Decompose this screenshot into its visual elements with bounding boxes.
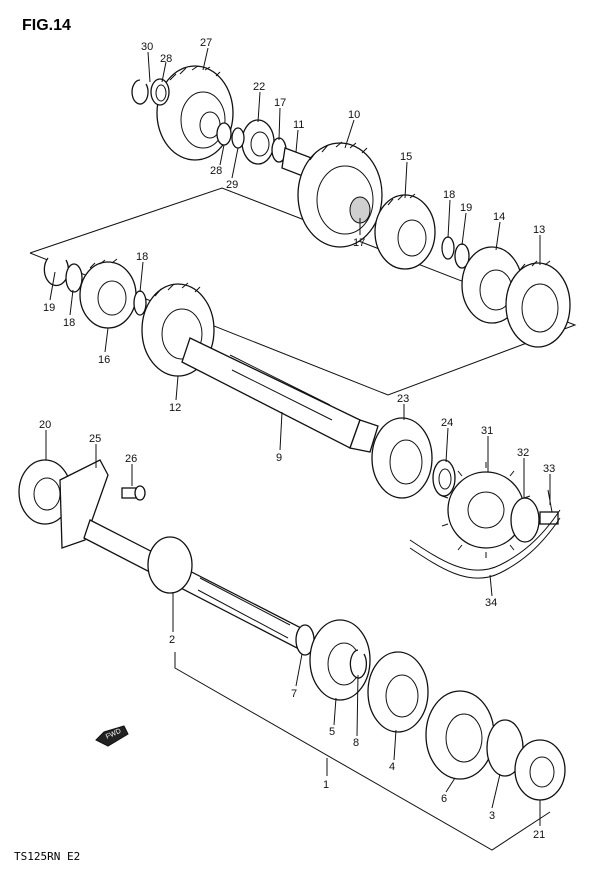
- washer-28-29: [216, 122, 245, 149]
- retainer-plate-25: [59, 459, 109, 549]
- callout-6: 6: [441, 793, 447, 805]
- callout-23: 23: [397, 393, 409, 405]
- countershaft-9: [181, 337, 379, 453]
- gear-6: [425, 690, 495, 780]
- bearing-21: [514, 739, 566, 801]
- circlip-30: [131, 79, 149, 105]
- lower-assembly-bracket: [174, 652, 551, 851]
- callout-33: 33: [543, 463, 555, 475]
- callout-34: 34: [485, 597, 497, 609]
- callout-labels: 30 28 27 22 17 11 10 28 29 15 17 18 19 1…: [39, 37, 555, 841]
- circlip-19-left: [43, 257, 69, 287]
- screw-26: [121, 485, 146, 501]
- callout-28-lower: 28: [210, 165, 222, 177]
- callout-25: 25: [89, 433, 101, 445]
- washer-18-mid: [133, 290, 147, 316]
- sprocket-31: [441, 462, 531, 558]
- callout-20: 20: [39, 419, 51, 431]
- driveshaft-2: [83, 519, 306, 649]
- callout-1: 1: [323, 779, 329, 791]
- callout-18-left: 18: [63, 317, 75, 329]
- callout-7: 7: [291, 688, 297, 700]
- circlip-8: [349, 649, 368, 679]
- washer-28-top: [150, 78, 170, 106]
- leader-lines: [45, 47, 551, 826]
- callout-19-left: 19: [43, 302, 55, 314]
- callout-31: 31: [481, 425, 493, 437]
- upper-assembly-frame: [29, 187, 577, 396]
- callout-21: 21: [533, 829, 545, 841]
- callout-12: 12: [169, 402, 181, 414]
- seal-24: [432, 459, 456, 497]
- callout-11: 11: [293, 119, 304, 131]
- figure-title: FIG.14: [22, 17, 71, 34]
- callout-16: 16: [98, 354, 110, 366]
- callout-8: 8: [353, 737, 359, 749]
- bolt-33: [539, 489, 559, 525]
- model-code: TS125RN E2: [14, 850, 80, 863]
- callout-32: 32: [517, 447, 529, 459]
- callout-18-right: 18: [443, 189, 455, 201]
- callout-30: 30: [141, 41, 153, 53]
- callout-18-mid: 18: [136, 251, 148, 263]
- countershaft-gear-27: [156, 65, 234, 161]
- gear-4: [367, 651, 429, 733]
- callout-2: 2: [169, 634, 175, 646]
- callout-3: 3: [489, 810, 495, 822]
- callout-19-right: 19: [460, 202, 472, 214]
- callout-13: 13: [533, 224, 545, 236]
- bearing-23: [371, 417, 433, 499]
- callout-15: 15: [400, 151, 412, 163]
- callout-17-mid: 17: [353, 237, 365, 249]
- washer-18-left: [65, 263, 83, 293]
- washer-18-19-right: [441, 236, 470, 269]
- callout-17-top: 17: [274, 97, 286, 109]
- gear-10: [297, 141, 383, 248]
- callout-28-top: 28: [160, 53, 172, 65]
- drive-chain-34: [409, 509, 561, 579]
- gear-15: [374, 193, 436, 270]
- callout-26: 26: [125, 453, 137, 465]
- callout-27: 27: [200, 37, 212, 49]
- callout-5: 5: [329, 726, 335, 738]
- gear-13: [505, 260, 571, 348]
- forward-direction-arrow: FWD: [95, 725, 129, 747]
- callout-9: 9: [276, 452, 282, 464]
- callout-29: 29: [226, 179, 238, 191]
- gear-5: [309, 619, 371, 701]
- callout-10: 10: [348, 109, 360, 121]
- retainer-32: [510, 497, 540, 543]
- callout-22: 22: [253, 81, 265, 93]
- callout-24: 24: [441, 417, 453, 429]
- bearing-22: [241, 119, 275, 165]
- callout-14: 14: [493, 211, 505, 223]
- callout-4: 4: [389, 761, 395, 773]
- gear-16: [79, 258, 137, 329]
